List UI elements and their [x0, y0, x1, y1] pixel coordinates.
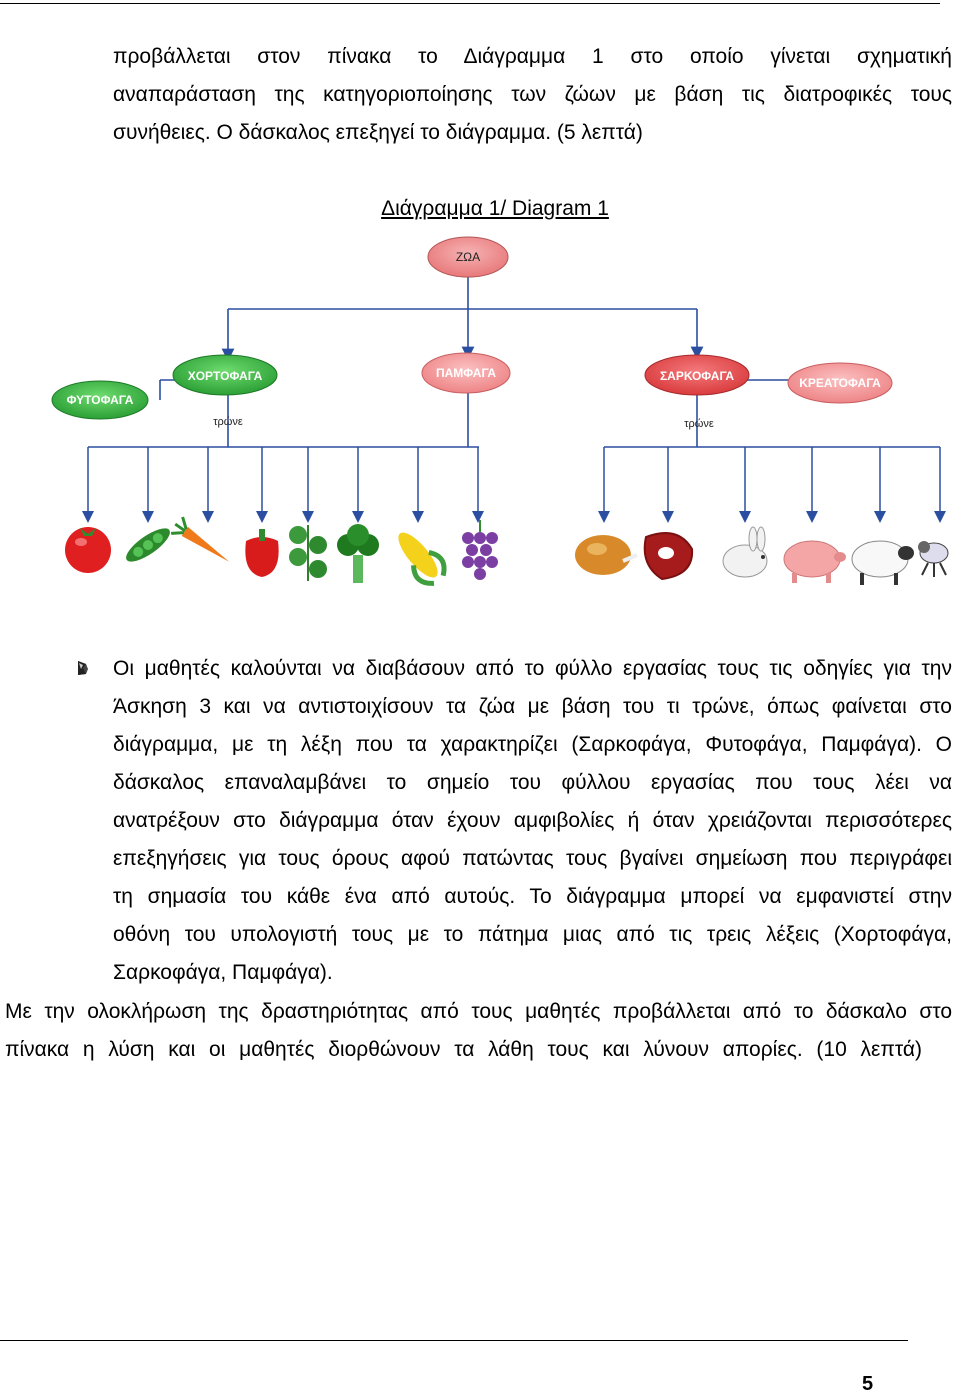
food-chain-diagram: ΖΩΑ ΦΥΤΟΦΑΓΑ ΧΟΡΤΟΦΑΓΑ ΠΑΜΦΑΓΑ ΣΑΡΚΟΦΑΓΑ… [51, 236, 949, 586]
paragraph-line-2: Άσκηση 3 και να αντιστοιχίσουν τα ζώα με… [113, 695, 952, 718]
pig-icon [783, 540, 846, 583]
paragraph-line-7: τη σημασία του κάθε ένα από αυτούς. Το δ… [113, 885, 952, 908]
node-sarkofaga: ΣΑΡΚΟΦΑΓΑ [644, 354, 750, 396]
bullet-icon [77, 660, 89, 676]
leaves-icon [289, 525, 327, 581]
paragraph-line-5: ανατρέξουν στο διάγραμμα όταν έχουν αμφι… [113, 809, 952, 832]
rabbit-icon [722, 526, 768, 578]
roast-chicken-icon [575, 535, 638, 575]
header-line-1: προβάλλεται στον πίνακα το Διάγραμμα 1 σ… [113, 45, 952, 68]
pea-pod-icon [126, 528, 170, 562]
footer-rule [0, 1340, 908, 1341]
node-kreatofaga: ΚΡΕΑΤΟΦΑΓΑ [787, 362, 893, 404]
diagram-caption: Διάγραμμα 1/ Diagram 1 [381, 197, 609, 220]
svg-text:ΣΑΡΚΟΦΑΓΑ: ΣΑΡΚΟΦΑΓΑ [660, 369, 734, 383]
edge-label-herb: τρώνε [213, 416, 243, 428]
paragraph-line-3: διάγραμμα, με τη λέξη που τα χαρακτηρίζε… [113, 733, 952, 756]
top-rule [0, 3, 940, 4]
broccoli-icon [337, 524, 379, 583]
node-pamfaga: ΠΑΜΦΑΓΑ [421, 352, 511, 394]
paragraph-line-4: δάσκαλος επαναλαμβάνει το σημείο του φύλ… [113, 771, 952, 794]
pepper-icon [245, 529, 279, 577]
paragraph-line-1: Οι μαθητές καλούνται να διαβάσουν από το… [113, 657, 952, 680]
insect-icon [918, 541, 949, 577]
paragraph-line-6: επεξηγήσεις για τους όρους αφού πατώντας… [113, 847, 952, 870]
svg-text:ΚΡΕΑΤΟΦΑΓΑ: ΚΡΕΑΤΟΦΑΓΑ [799, 376, 881, 390]
page-number: 5 [862, 1373, 874, 1395]
edge-label-carn: τρώνε [684, 418, 714, 430]
tomato-icon [65, 527, 111, 573]
closing-line-1: Με την ολοκλήρωση της δραστηριότητας από… [5, 1000, 952, 1023]
carrot-icon [171, 516, 230, 562]
steak-icon [643, 532, 694, 581]
corn-icon [398, 532, 447, 586]
sheep-icon [851, 540, 914, 585]
node-fytofaga: ΦΥΤΟΦΑΓΑ [51, 380, 149, 420]
svg-text:ΧΟΡΤΟΦΑΓΑ: ΧΟΡΤΟΦΑΓΑ [188, 369, 263, 383]
svg-text:ΖΩΑ: ΖΩΑ [456, 250, 480, 264]
header-line-3: συνήθειες. Ο δάσκαλος επεξηγεί το διάγρα… [113, 121, 643, 144]
header-line-2: αναπαράσταση της κατηγοριοποίησης των ζώ… [113, 83, 952, 106]
paragraph-line-9: Σαρκοφάγα, Παμφάγα). [113, 961, 333, 984]
svg-text:ΦΥΤΟΦΑΓΑ: ΦΥΤΟΦΑΓΑ [67, 393, 134, 407]
paragraph-line-8: οθόνη του υπολογιστή τους με το πάτημα μ… [113, 923, 952, 946]
node-root: ΖΩΑ [427, 236, 509, 278]
closing-line-2: πίνακα η λύση και οι μαθητές διορθώνουν … [5, 1038, 922, 1061]
grapes-icon [462, 520, 498, 580]
svg-text:ΠΑΜΦΑΓΑ: ΠΑΜΦΑΓΑ [436, 366, 496, 380]
node-xortofaga: ΧΟΡΤΟΦΑΓΑ [172, 354, 278, 396]
